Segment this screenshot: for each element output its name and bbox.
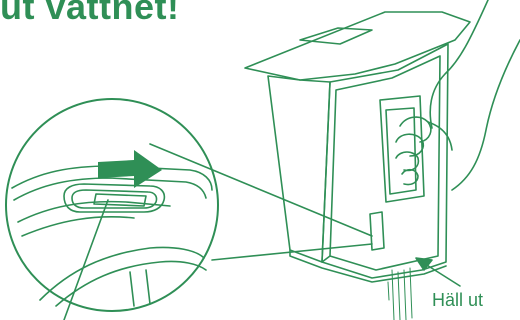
water-tank xyxy=(245,12,470,282)
zoom-connector-top xyxy=(150,144,372,236)
pour-out-label: Häll ut xyxy=(432,290,483,311)
slide-direction-arrow xyxy=(98,150,162,188)
zoom-circle xyxy=(6,99,218,311)
pour-arrow xyxy=(416,258,460,286)
